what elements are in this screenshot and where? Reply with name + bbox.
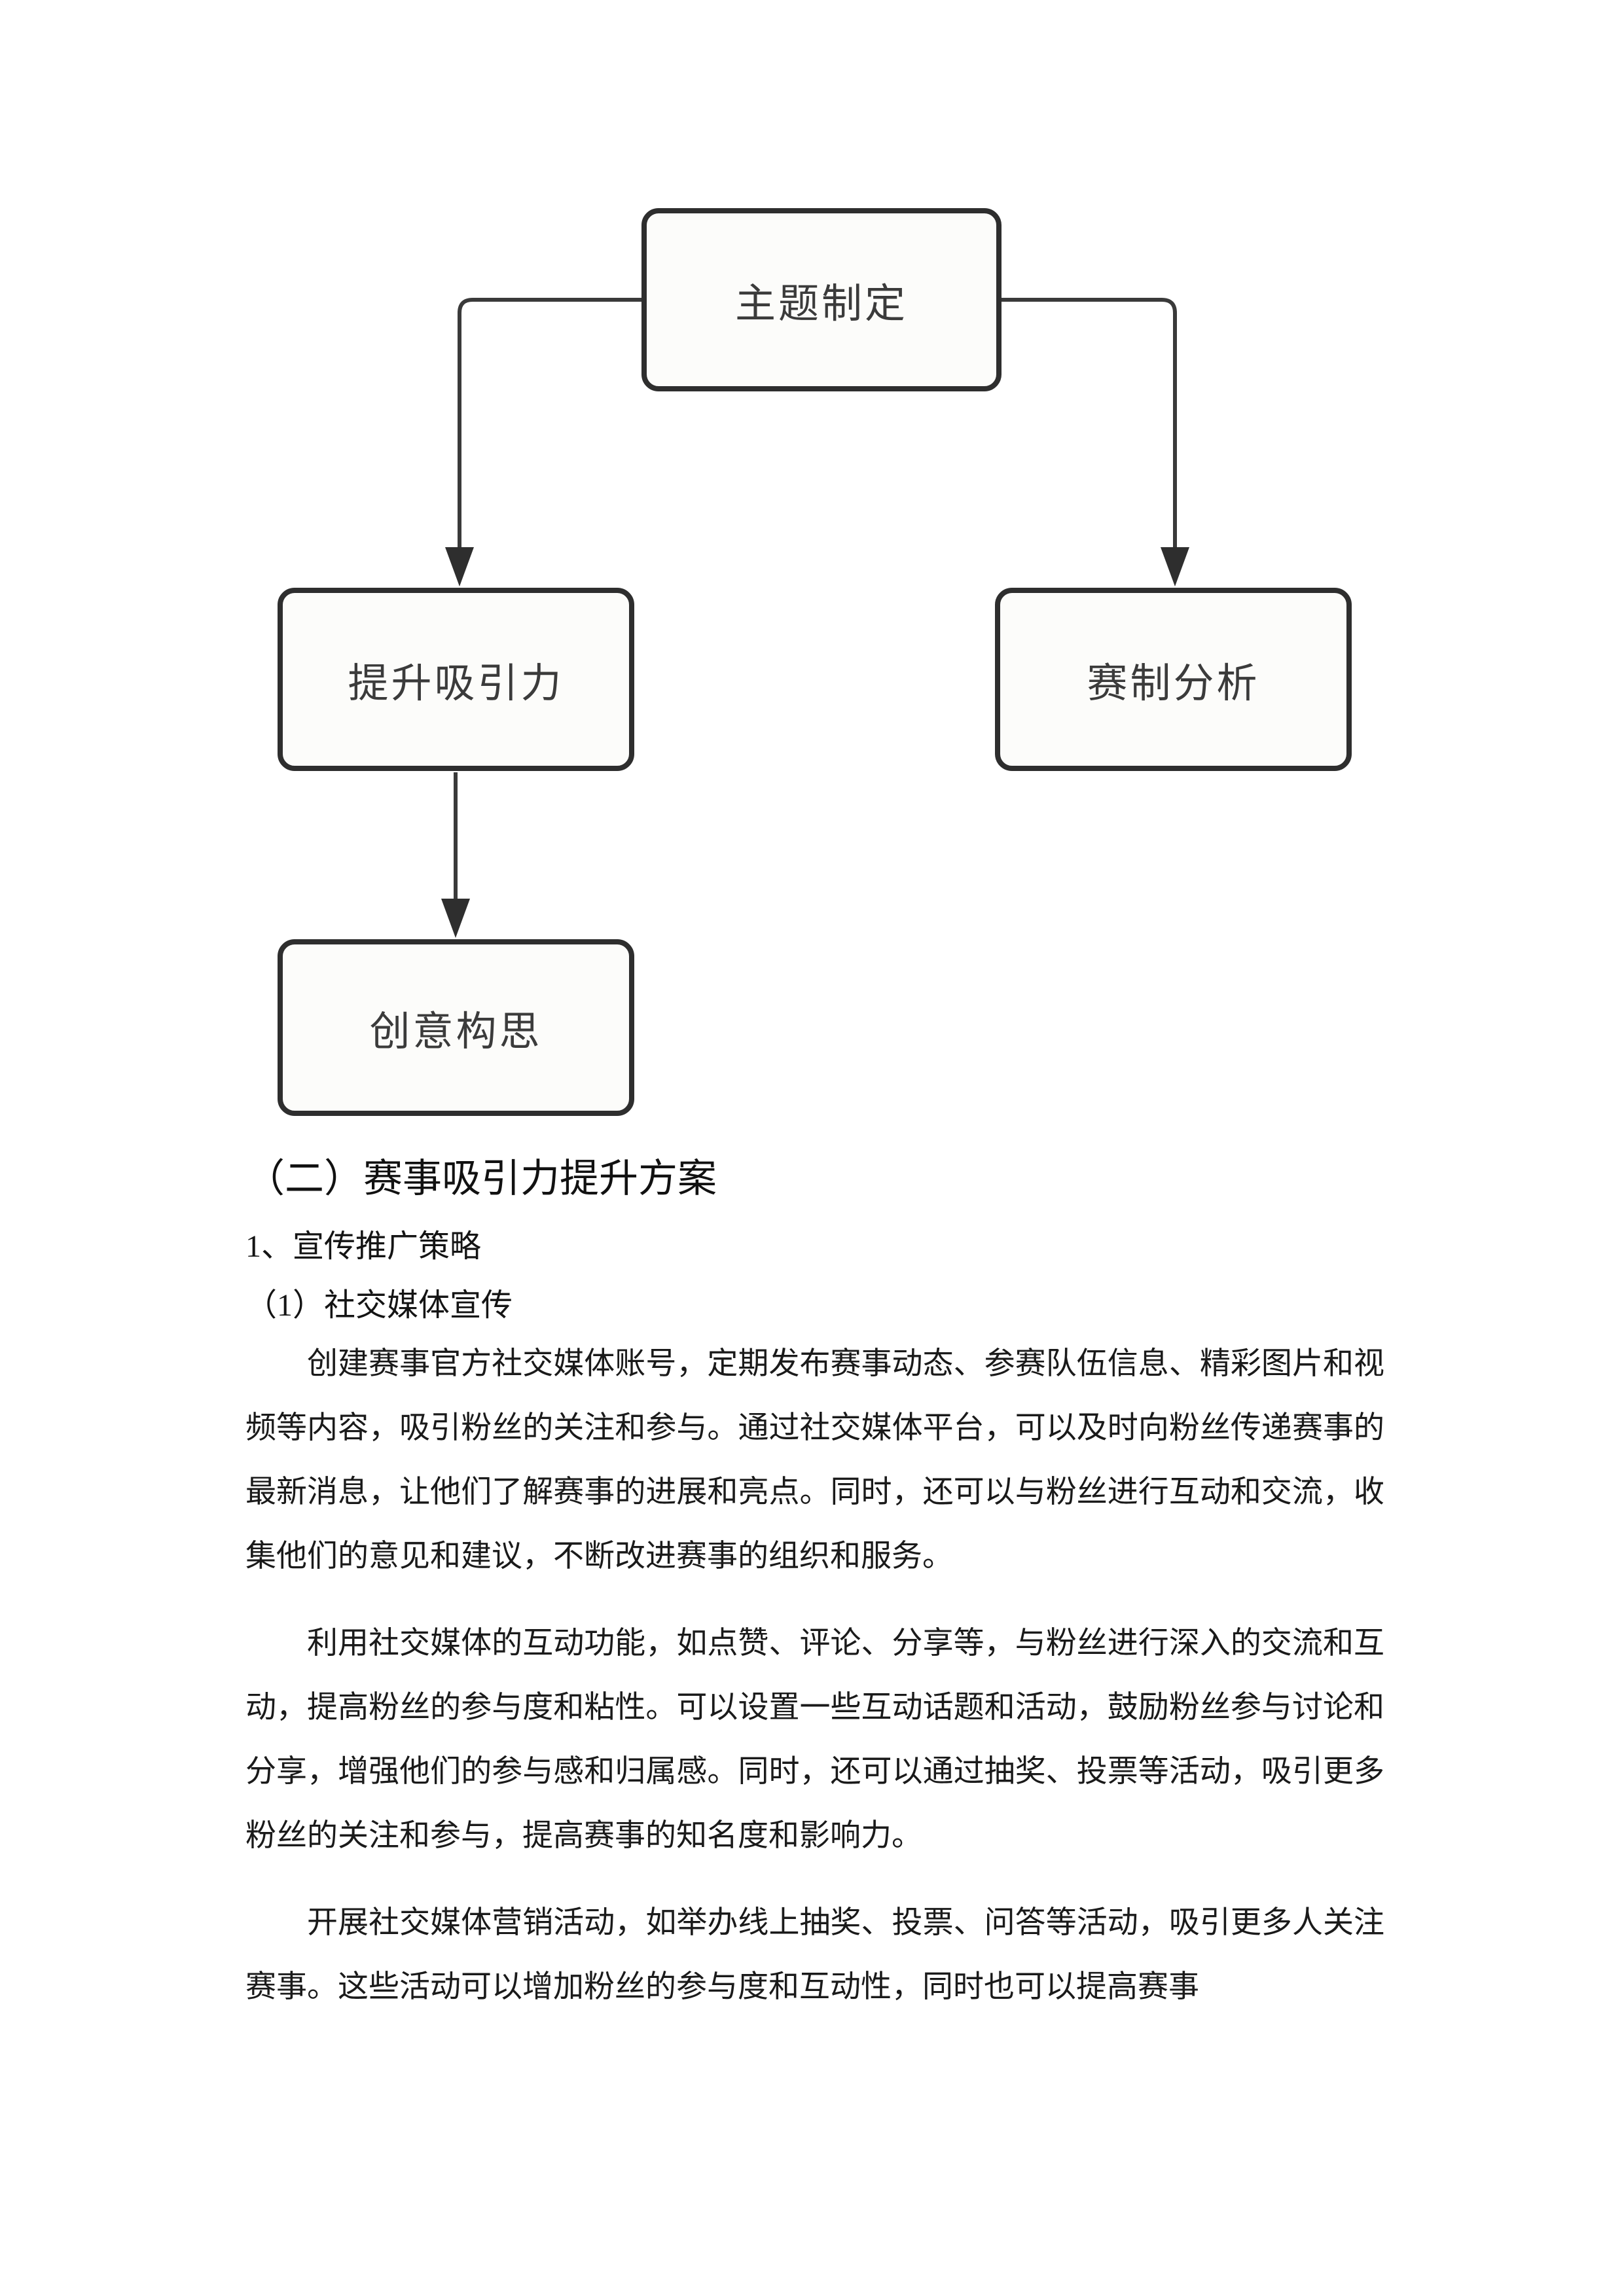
subheading-promotion-strategy: 1、宣传推广策略 [245, 1229, 482, 1264]
flowchart-node-format-label: 赛制分析 [1087, 662, 1260, 706]
paragraph-interaction: 利用社交媒体的互动功能，如点赞、评论、分享等，与粉丝进行深入的交流和互动，提高粉… [245, 1626, 1384, 1853]
paragraph-social-account: 创建赛事官方社交媒体账号，定期发布赛事动态、参赛队伍信息、精彩图片和视频等内容，… [245, 1347, 1384, 1573]
flowchart: 主题制定 提升吸引力 赛制分析 创意构思 [278, 208, 1352, 1116]
section-heading: （二）赛事吸引力提升方案 [245, 1157, 717, 1200]
subheading-social-media: （1）社交媒体宣传 [245, 1288, 513, 1323]
arrow-attract-to-creative [441, 772, 470, 938]
paragraph-marketing-activities: 开展社交媒体营销活动，如举办线上抽奖、投票、问答等活动，吸引更多人关注赛事。这些… [245, 1906, 1384, 2004]
flowchart-node-theme-label: 主题制定 [734, 282, 908, 327]
flowchart-node-attract-label: 提升吸引力 [348, 662, 564, 706]
flowchart-node-creative-label: 创意构思 [369, 1010, 543, 1054]
arrow-theme-to-attract [445, 298, 643, 586]
document-body: （二）赛事吸引力提升方案 1、宣传推广策略 （1）社交媒体宣传 创建赛事官方社交… [245, 1155, 1384, 2019]
flowchart-node-creative: 创意构思 [278, 939, 634, 1116]
flowchart-node-format: 赛制分析 [995, 588, 1352, 771]
flowchart-connectors [441, 298, 1189, 938]
flowchart-node-attract: 提升吸引力 [278, 588, 634, 771]
arrow-theme-to-format [1000, 298, 1189, 586]
flowchart-node-theme: 主题制定 [641, 208, 1001, 391]
